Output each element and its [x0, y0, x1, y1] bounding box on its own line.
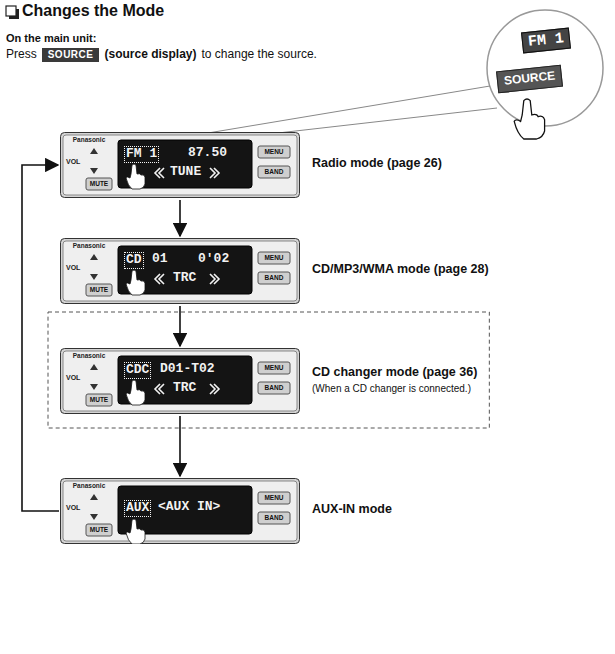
display-text: 01	[152, 252, 168, 267]
volume-arrows	[90, 494, 98, 520]
mute-button	[86, 524, 112, 536]
display-text: TUNE	[170, 165, 201, 180]
volume-arrows	[90, 148, 98, 174]
title-text: Changes the Mode	[22, 2, 164, 20]
mode-note: (When a CD changer is connected.)	[312, 383, 471, 395]
zoom-circle	[487, 10, 603, 126]
mute-button	[86, 394, 112, 406]
device-body	[61, 133, 300, 198]
band-button	[258, 512, 290, 524]
mode-label: CD/MP3/WMA mode (page 28)	[312, 262, 489, 276]
device-face	[63, 135, 297, 195]
head-unit-display: PanasonicVOLMUTEMENUBANDFM 187.50TUNERad…	[60, 132, 300, 198]
flow-arrow	[179, 200, 181, 236]
lcd-display	[118, 246, 252, 294]
button-label: MUTE	[86, 178, 112, 190]
brand-text: Panasonic	[63, 242, 115, 249]
display-tag: AUX	[124, 500, 151, 517]
button-label: SOURCE	[496, 65, 563, 94]
display-tag: CDC	[124, 362, 151, 379]
mute-button	[86, 284, 112, 296]
brand-text: Panasonic	[63, 352, 115, 359]
instruction-row: Press SOURCE (source display) to change the…	[6, 48, 317, 62]
hand-icon	[126, 270, 145, 295]
display-tag: FM 1	[521, 28, 571, 54]
title-icon	[6, 6, 16, 16]
mode-label: Radio mode (page 26)	[312, 156, 442, 170]
display-text: TRC	[173, 381, 196, 396]
hand-icon	[126, 164, 145, 189]
display-text: 0'02	[198, 252, 229, 267]
button-label: MUTE	[86, 524, 112, 536]
knob-label: VOL	[66, 264, 80, 272]
hand-icon	[126, 519, 145, 544]
optional-dashed-frame	[48, 312, 489, 428]
instruction-text: Press	[6, 48, 37, 62]
menu-button	[258, 492, 290, 504]
brand-text: Panasonic	[63, 136, 115, 143]
button-label: BAND	[258, 382, 290, 394]
button-label: SOURCE	[42, 48, 100, 62]
button-label: MUTE	[86, 284, 112, 296]
device-body	[61, 349, 300, 414]
menu-button	[258, 252, 290, 264]
band-button	[258, 166, 290, 178]
hand-icon	[126, 380, 145, 405]
display-text: D01-T02	[160, 362, 215, 377]
knob-label: VOL	[66, 374, 80, 382]
instruction-text: (source display)	[104, 48, 196, 62]
head-unit-display: PanasonicVOLMUTEMENUBANDAUX<AUX IN>AUX-I…	[60, 478, 300, 544]
volume-arrows	[90, 254, 98, 280]
instruction-heading: On the main unit:	[6, 32, 96, 45]
display-tag: CD	[124, 252, 144, 269]
brand-text: Panasonic	[63, 482, 115, 489]
head-unit-display: PanasonicVOLMUTEMENUBANDCDCD01-T02TRCCD …	[60, 348, 300, 414]
knob-label: VOL	[66, 158, 80, 166]
lcd-display	[118, 356, 252, 404]
knob-label: VOL	[66, 504, 80, 512]
button-label: MENU	[258, 492, 290, 504]
instruction-text: to change the source.	[202, 48, 317, 62]
lcd-display	[118, 486, 252, 534]
head-unit-display: PanasonicVOLMUTEMENUBANDCD010'02TRCCD/MP…	[60, 238, 300, 304]
volume-arrows	[90, 364, 98, 390]
device-face	[63, 481, 297, 541]
mode-label: CD changer mode (page 36)	[312, 365, 477, 379]
display-text: 87.50	[188, 146, 227, 161]
display-text: TRC	[173, 271, 196, 286]
flow-arrow	[22, 165, 59, 511]
flow-arrow	[179, 306, 181, 346]
lcd-display	[118, 140, 252, 188]
button-label: MENU	[258, 252, 290, 264]
device-body	[61, 479, 300, 544]
button-label: MUTE	[86, 394, 112, 406]
band-button	[258, 382, 290, 394]
button-label: MENU	[258, 362, 290, 374]
band-button	[258, 272, 290, 284]
mute-button	[86, 178, 112, 190]
device-face	[63, 241, 297, 301]
display-text: <AUX IN>	[158, 500, 220, 515]
mode-label: AUX-IN mode	[312, 502, 392, 516]
device-face	[63, 351, 297, 411]
flow-arrow	[179, 416, 181, 476]
button-label: BAND	[258, 272, 290, 284]
menu-button	[258, 362, 290, 374]
device-body	[61, 239, 300, 304]
button-label: BAND	[258, 166, 290, 178]
button-label: BAND	[258, 512, 290, 524]
button-label: MENU	[258, 146, 290, 158]
display-tag: FM 1	[124, 146, 159, 163]
menu-button	[258, 146, 290, 158]
hand-icon	[514, 99, 544, 139]
